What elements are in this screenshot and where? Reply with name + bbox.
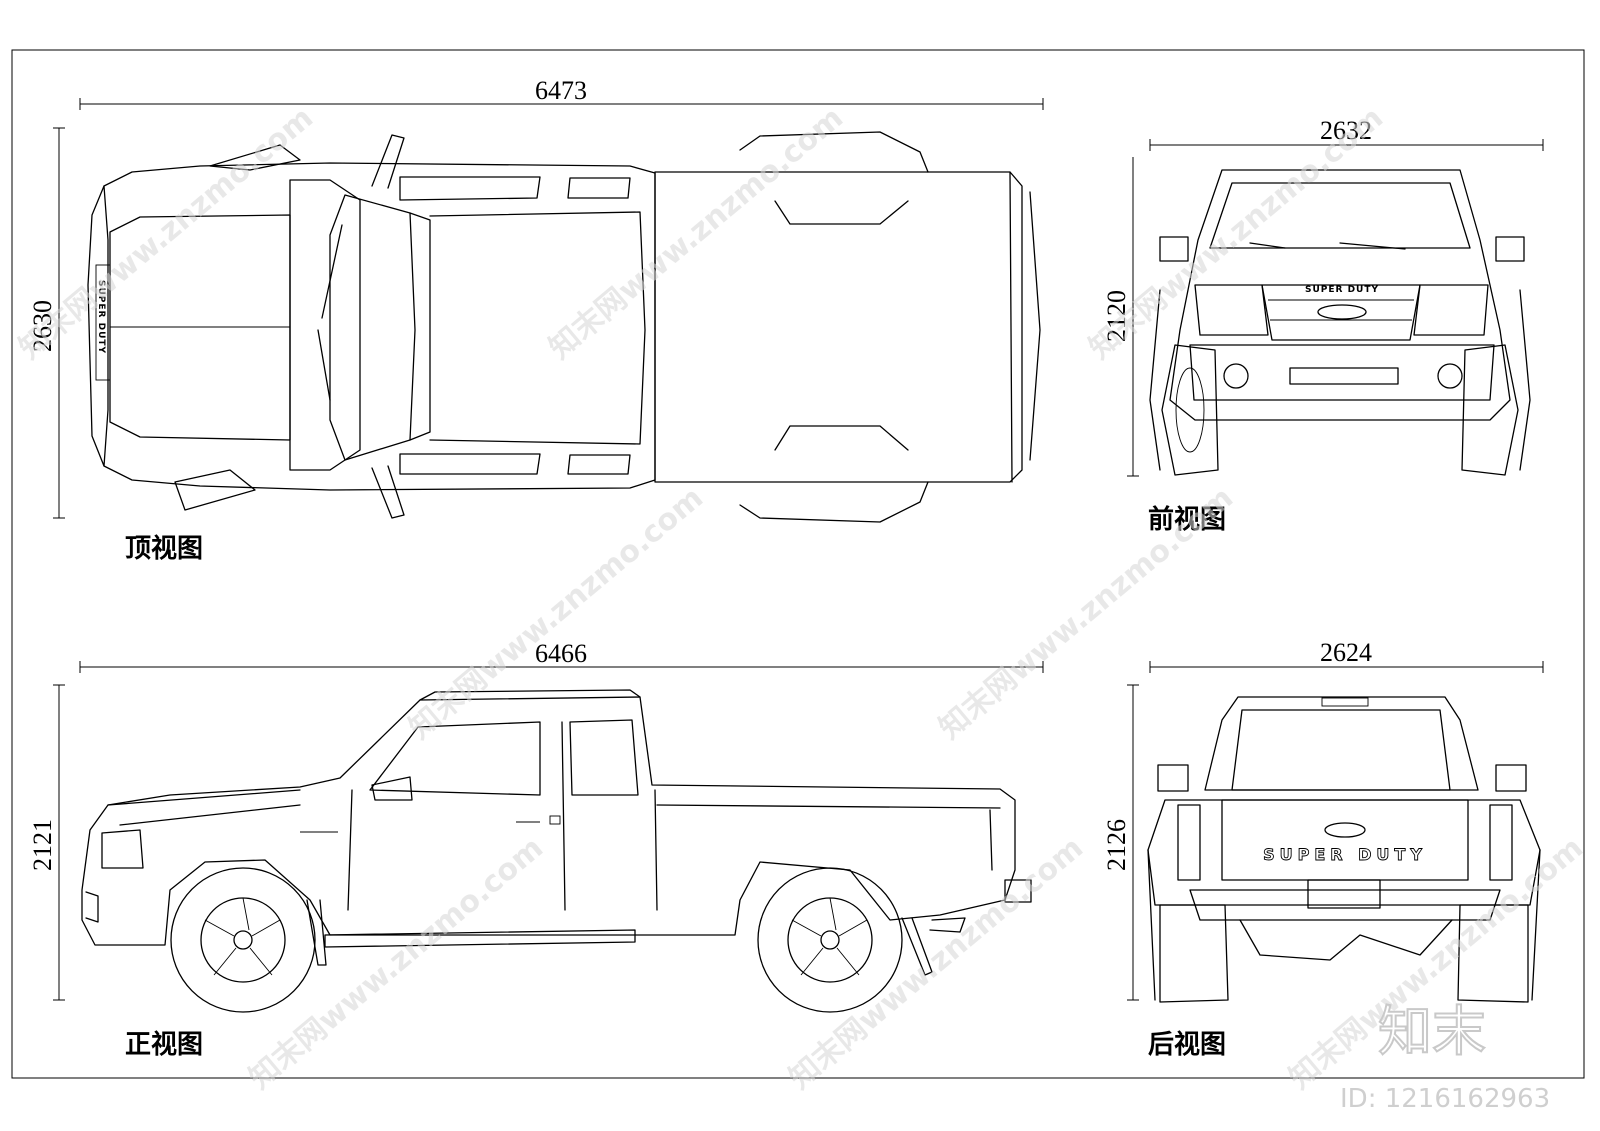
watermark-layer: 知末网www.znzmo.com 知末网www.znzmo.com 知末网www… <box>13 100 1590 1114</box>
rear-view-truck-outline: SUPER DUTY <box>1147 696 1541 1003</box>
tailgate-badge: SUPER DUTY <box>1263 845 1427 864</box>
drawing-border <box>11 49 1585 1079</box>
side-length-value: 6466 <box>535 639 587 668</box>
top-view: 6473 2630 <box>28 76 1044 564</box>
watermark-text: 知末网www.znzmo.com <box>403 480 710 746</box>
side-view-truck-outline <box>81 689 1032 1013</box>
rear-width-dimension: 2624 <box>1149 638 1544 673</box>
side-height-dimension: 2121 <box>28 684 65 1001</box>
rear-view: 2624 2126 SUPER DUTY <box>1102 638 1544 1060</box>
top-length-value: 6473 <box>535 76 587 105</box>
watermark-text: 知末网www.znzmo.com <box>1083 100 1390 366</box>
rear-width-value: 2624 <box>1320 638 1372 667</box>
top-view-caption: 顶视图 <box>125 534 203 564</box>
grille-badge: SUPER DUTY <box>1305 285 1379 295</box>
side-view-caption: 正视图 <box>125 1030 203 1060</box>
watermark-text: 知末网www.znzmo.com <box>243 830 550 1096</box>
front-height-value: 2120 <box>1102 290 1131 342</box>
watermark-text: 知末网www.znzmo.com <box>543 100 850 366</box>
top-view-truck-outline: SUPER DUTY <box>87 131 1041 523</box>
side-view: 6466 2121 <box>28 639 1044 1060</box>
rear-height-value: 2126 <box>1102 819 1131 871</box>
front-height-dimension: 2120 <box>1102 157 1139 477</box>
side-height-value: 2121 <box>28 819 57 871</box>
top-width-value: 2630 <box>28 300 57 352</box>
rear-height-dimension: 2126 <box>1102 684 1139 1001</box>
front-view-caption: 前视图 <box>1148 504 1226 535</box>
top-length-dimension: 6473 <box>79 76 1044 110</box>
watermark-logo: 知末 <box>1378 1000 1486 1063</box>
side-length-dimension: 6466 <box>79 639 1044 673</box>
top-width-dimension: 2630 <box>28 127 65 519</box>
front-view: 2632 2120 SUPER DUTY <box>1102 116 1544 535</box>
front-width-dimension: 2632 <box>1149 116 1544 151</box>
watermark-text: 知末网www.znzmo.com <box>783 830 1090 1096</box>
watermark-id: ID: 1216162963 <box>1340 1084 1550 1114</box>
hood-badge: SUPER DUTY <box>96 280 106 354</box>
rear-view-caption: 后视图 <box>1148 1030 1226 1060</box>
watermark-text: 知末网www.znzmo.com <box>933 480 1240 746</box>
front-view-truck-outline: SUPER DUTY <box>1149 169 1531 476</box>
front-width-value: 2632 <box>1320 116 1372 145</box>
